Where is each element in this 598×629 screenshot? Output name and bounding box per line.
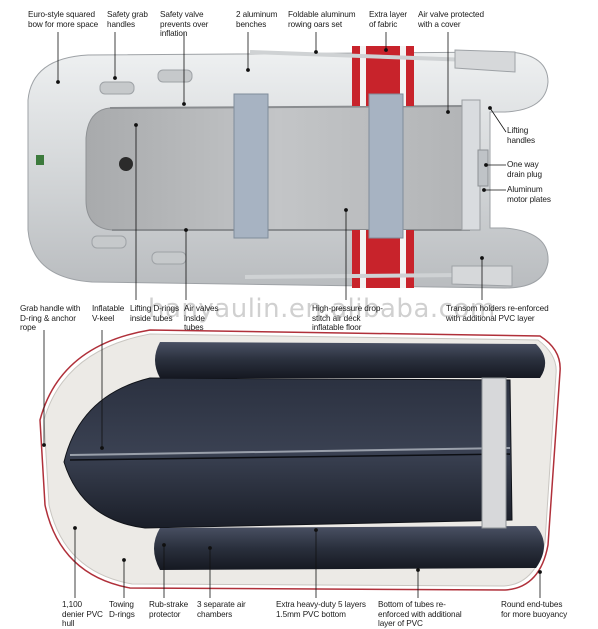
oar-top <box>249 50 471 62</box>
label-keel: Inflatable V-keel <box>92 304 125 323</box>
label-bow: Euro-style squared bow for more space <box>28 10 99 29</box>
pointer-lines <box>42 32 542 598</box>
label-benches: 2 aluminum benches <box>236 10 278 29</box>
label-grab-handle-dring: Grab handle with D-ring & anchor rope <box>20 304 81 332</box>
hull-dark <box>63 377 513 529</box>
label-grab-handles: Safety grab handles <box>107 10 148 29</box>
label-drain-plug: One way drain plug <box>507 160 542 179</box>
oar-bottom <box>244 273 461 279</box>
label-rub-strake: Rub-strake protector <box>149 600 189 619</box>
bench-1 <box>233 93 269 239</box>
top-boat-floor <box>85 105 471 231</box>
keel-line <box>69 447 511 456</box>
label-oars: Foldable aluminum rowing oars set <box>288 10 356 29</box>
label-heavy-duty: Extra heavy-duty 5 layers 1.5mm PVC bott… <box>276 600 366 619</box>
label-tube-bottom: Bottom of tubes re-enforced with additio… <box>378 600 462 628</box>
label-motor-plates: Aluminum motor plates <box>507 185 551 204</box>
label-air-valves: Air valves inside tubes <box>184 304 219 332</box>
watermark: hanyaulin.en.alibaba.com <box>148 294 496 324</box>
label-extra-fabric: Extra layer of fabric <box>369 10 408 29</box>
hull-tube-upper <box>155 342 546 378</box>
label-chambers: 3 separate air chambers <box>197 600 246 619</box>
label-lifting-drings: Lifting D-rings inside tubes <box>130 304 180 323</box>
top-boat <box>27 46 549 289</box>
bottom-boat <box>39 329 561 591</box>
bench-2 <box>368 93 404 239</box>
label-hull: 1,100 denier PVC hull <box>62 600 103 628</box>
hull-tube-lower <box>154 526 544 570</box>
label-towing: Towing D-rings <box>109 600 135 619</box>
label-air-valve-cover: Air valve protected with a cover <box>418 10 484 29</box>
transom <box>461 99 481 231</box>
label-drop-stitch: High-pressure drop-stitch air deck infla… <box>312 304 383 332</box>
label-safety-valve: Safety valve prevents over inflation <box>160 10 209 38</box>
label-round-tubes: Round end-tubes for more buoyancy <box>501 600 568 619</box>
label-transom: Transom holders re-enforced with additio… <box>446 304 549 323</box>
label-lifting-handles: Lifting handles <box>507 126 535 145</box>
